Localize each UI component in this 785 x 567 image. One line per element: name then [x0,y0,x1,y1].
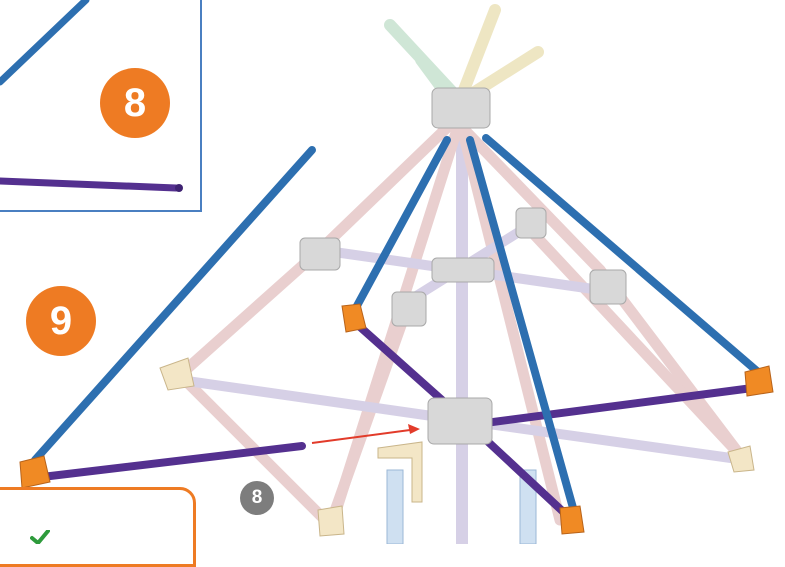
model-drawing [0,0,785,544]
assembly-diagram: 8 [0,0,785,544]
tip-panel [0,487,196,567]
top-clips [390,10,538,98]
check-icon [30,530,50,544]
base-column-left [387,470,403,544]
reference-step-number: 8 [252,487,263,509]
reference-step-badge: 8 [240,481,274,515]
step-9-badge: 9 [26,286,96,356]
step-9-number: 9 [50,299,72,344]
